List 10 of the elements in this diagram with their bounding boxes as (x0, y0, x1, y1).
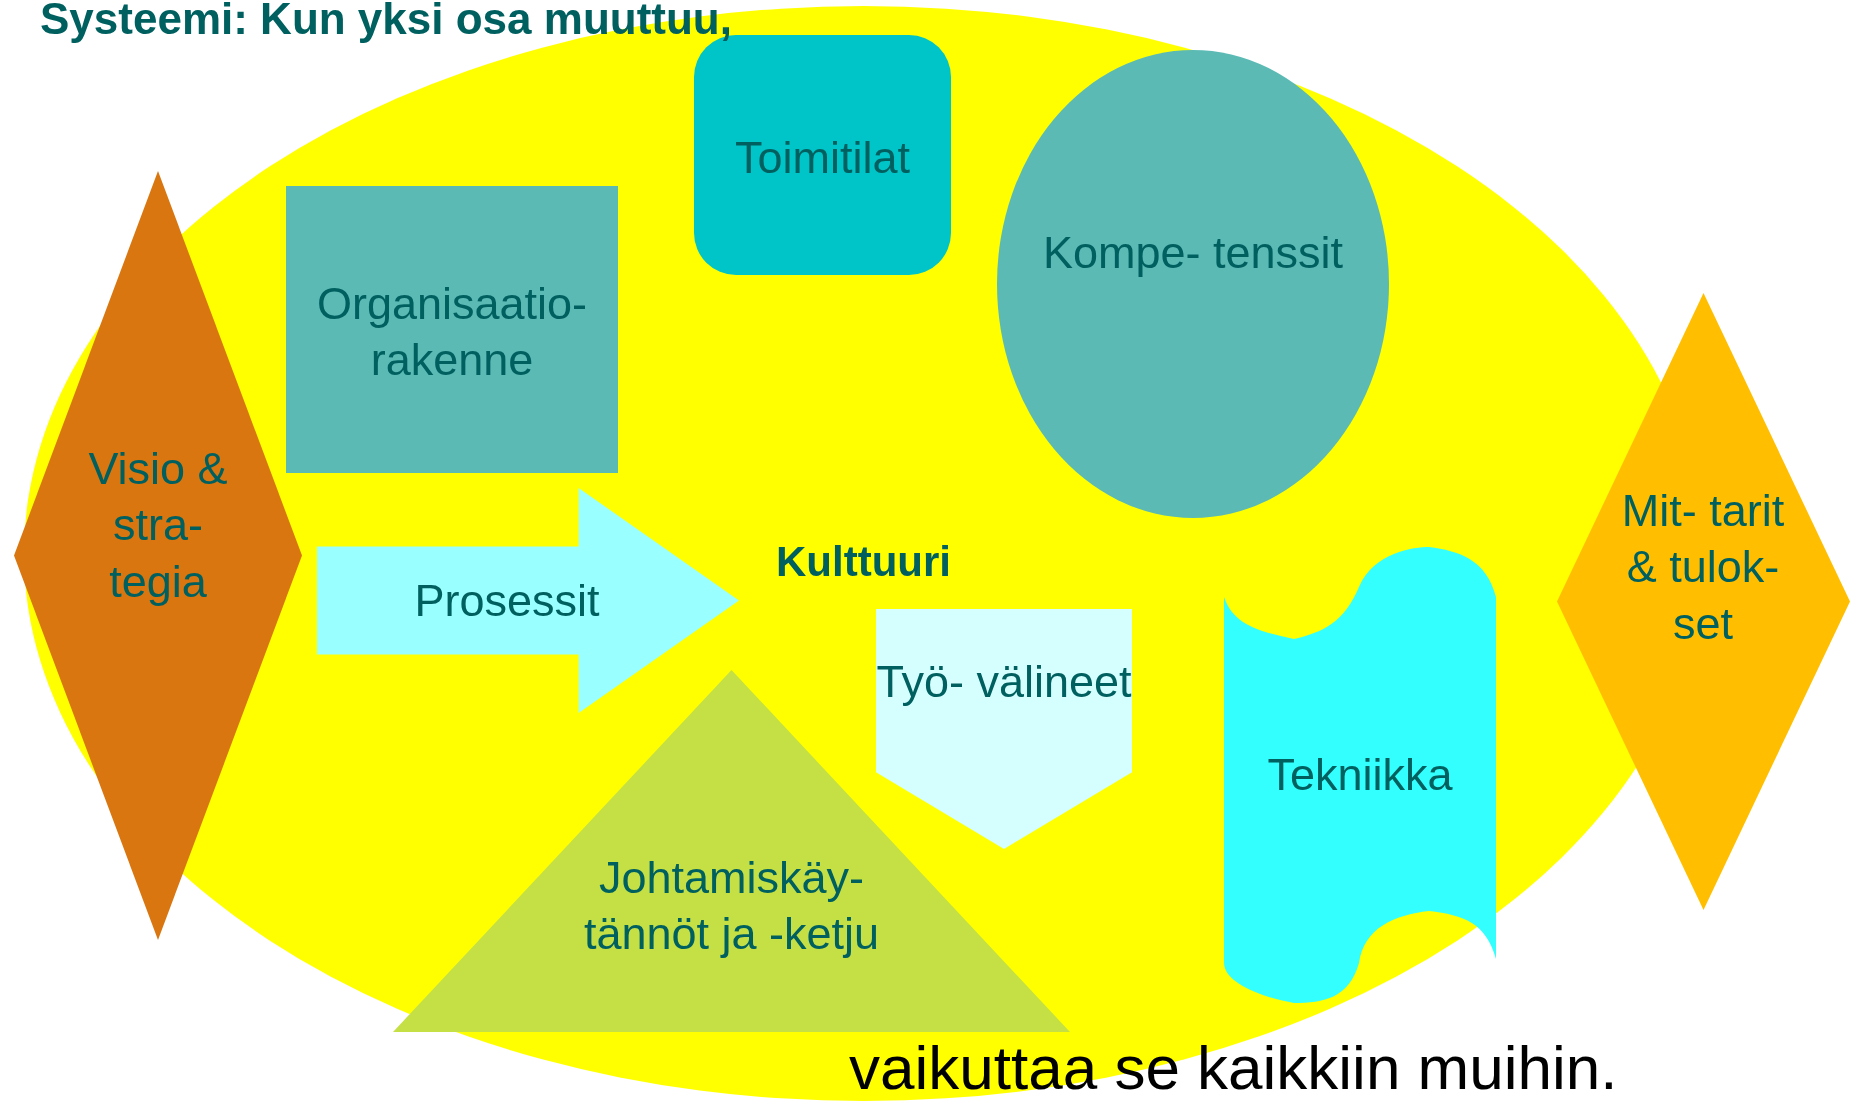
shape-label: Mit- tarit & tulok- set (1620, 484, 1786, 651)
shape-label: Johtamiskäy- tännöt ja -ketju (582, 851, 881, 962)
shape-label: Toimitilat (733, 131, 911, 185)
shape-label: Tekniikka (1266, 748, 1454, 802)
shape-label: Organisaatio- rakenne (315, 277, 589, 388)
shape-label: Kompe- tenssit (1041, 226, 1345, 280)
shape-label: Visio & stra- tegia (87, 442, 229, 609)
shape-label: Työ- välineet (876, 655, 1132, 709)
shape-label: Prosessit (413, 574, 601, 628)
shape-label: Kulttuuri (776, 537, 952, 587)
